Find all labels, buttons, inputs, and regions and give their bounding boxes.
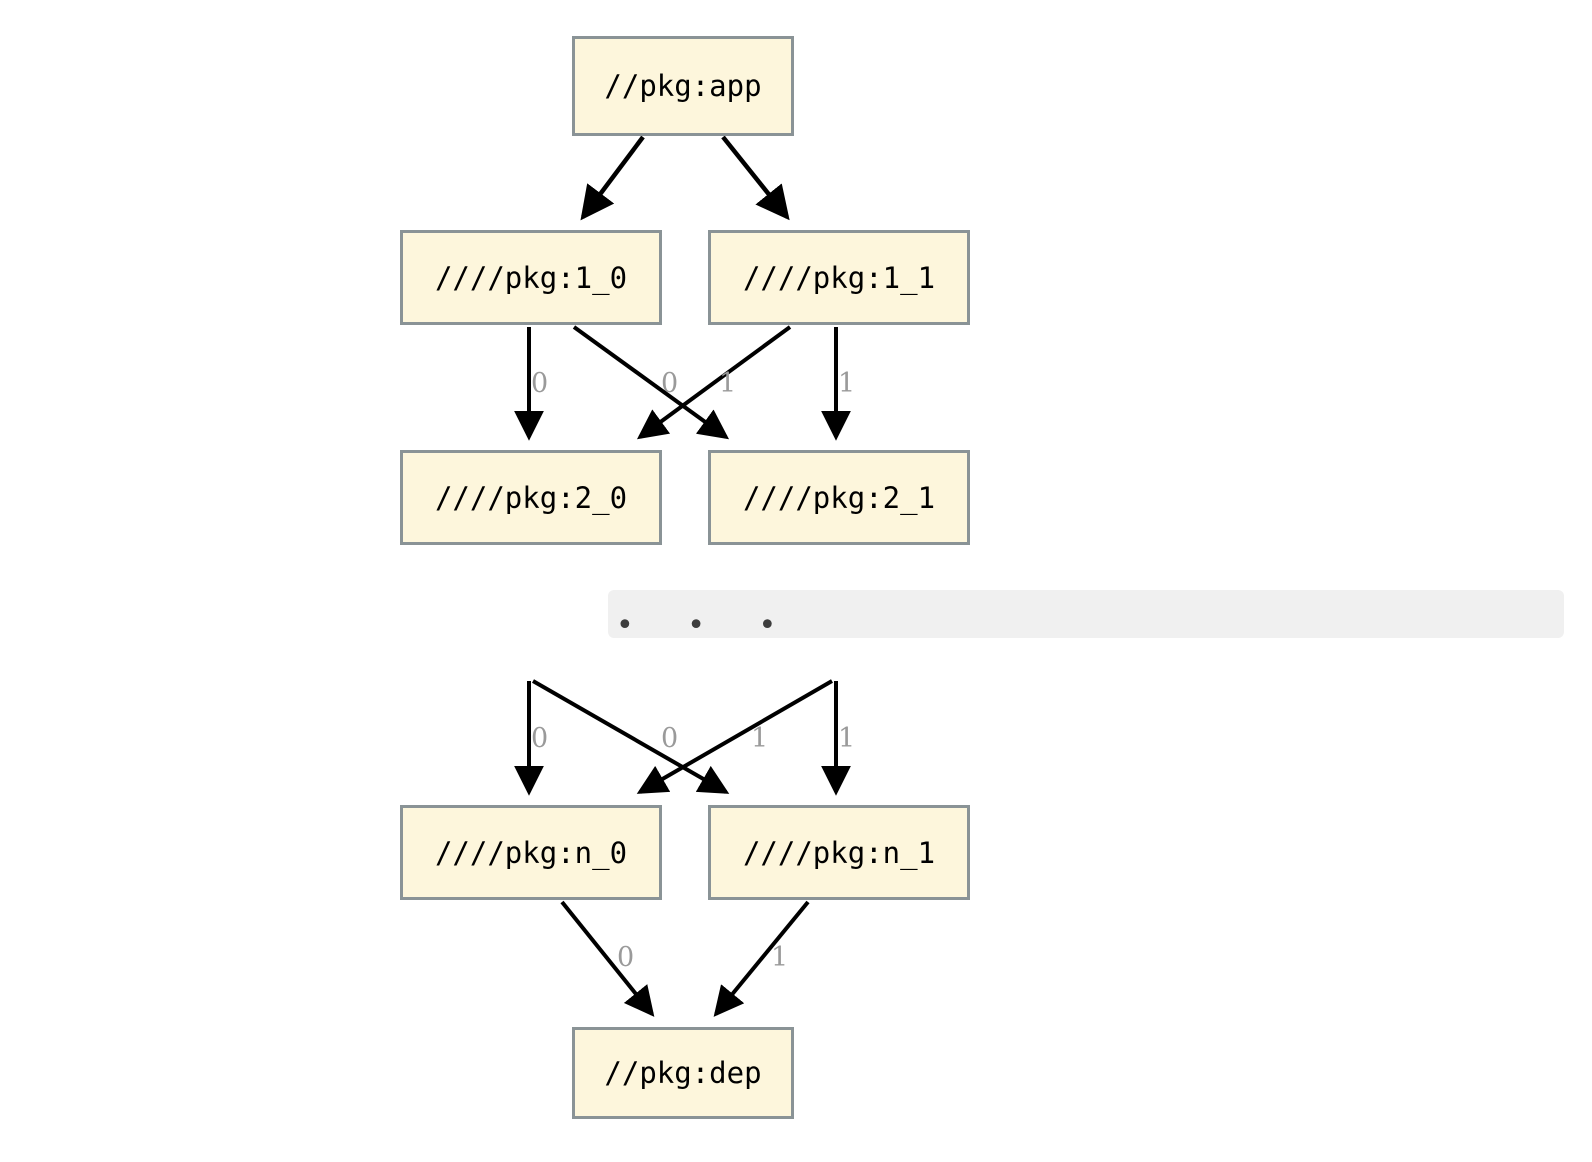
- node-label: //pkg:app: [604, 69, 762, 103]
- node-label: ////pkg:n_0: [434, 835, 628, 870]
- edge-label: 0: [531, 368, 549, 399]
- node-label: ////pkg:1_0: [434, 260, 628, 295]
- edge-1_1-to-2_0: [636, 325, 792, 440]
- edge-label: 1: [771, 942, 789, 973]
- edge-app-to-1_1: [721, 135, 790, 221]
- node-pkg-2_0[interactable]: ////pkg:2_0: [400, 450, 662, 545]
- edge-label: 0: [617, 942, 635, 973]
- node-pkg-n_1[interactable]: ////pkg:n_1: [708, 805, 970, 900]
- edge-label: 0: [661, 368, 679, 399]
- node-pkg-1_0[interactable]: ////pkg:1_0: [400, 230, 662, 325]
- node-pkg-2_1[interactable]: ////pkg:2_1: [708, 450, 970, 545]
- edge-label: 1: [751, 723, 769, 754]
- edge-label: 0: [661, 723, 679, 754]
- node-label: ////pkg:2_1: [742, 480, 936, 515]
- edge-n_0-to-dep: [560, 900, 655, 1017]
- edge-label: 1: [838, 368, 856, 399]
- node-pkg-n_0[interactable]: ////pkg:n_0: [400, 805, 662, 900]
- edge-app-to-1_0: [580, 135, 645, 221]
- ellipsis-dots: • • •: [616, 608, 799, 643]
- truncation-band: • • •: [608, 590, 1564, 643]
- node-dep[interactable]: //pkg:dep: [572, 1027, 794, 1119]
- edge-above-to-n_1-cross: [532, 679, 730, 794]
- node-app[interactable]: //pkg:app: [572, 36, 794, 136]
- edge-n_1-to-dep: [713, 900, 810, 1017]
- edge-label: 1: [719, 368, 737, 399]
- edge-1_0-to-2_1: [572, 325, 730, 440]
- node-label: ////pkg:1_1: [742, 260, 936, 295]
- node-pkg-1_1[interactable]: ////pkg:1_1: [708, 230, 970, 325]
- node-label: ////pkg:2_0: [434, 480, 628, 515]
- node-label: ////pkg:n_1: [742, 835, 936, 870]
- edge-label: 1: [838, 723, 856, 754]
- edge-above-to-n_0-cross: [636, 679, 834, 794]
- node-label: //pkg:dep: [604, 1056, 762, 1090]
- edge-label: 0: [531, 723, 549, 754]
